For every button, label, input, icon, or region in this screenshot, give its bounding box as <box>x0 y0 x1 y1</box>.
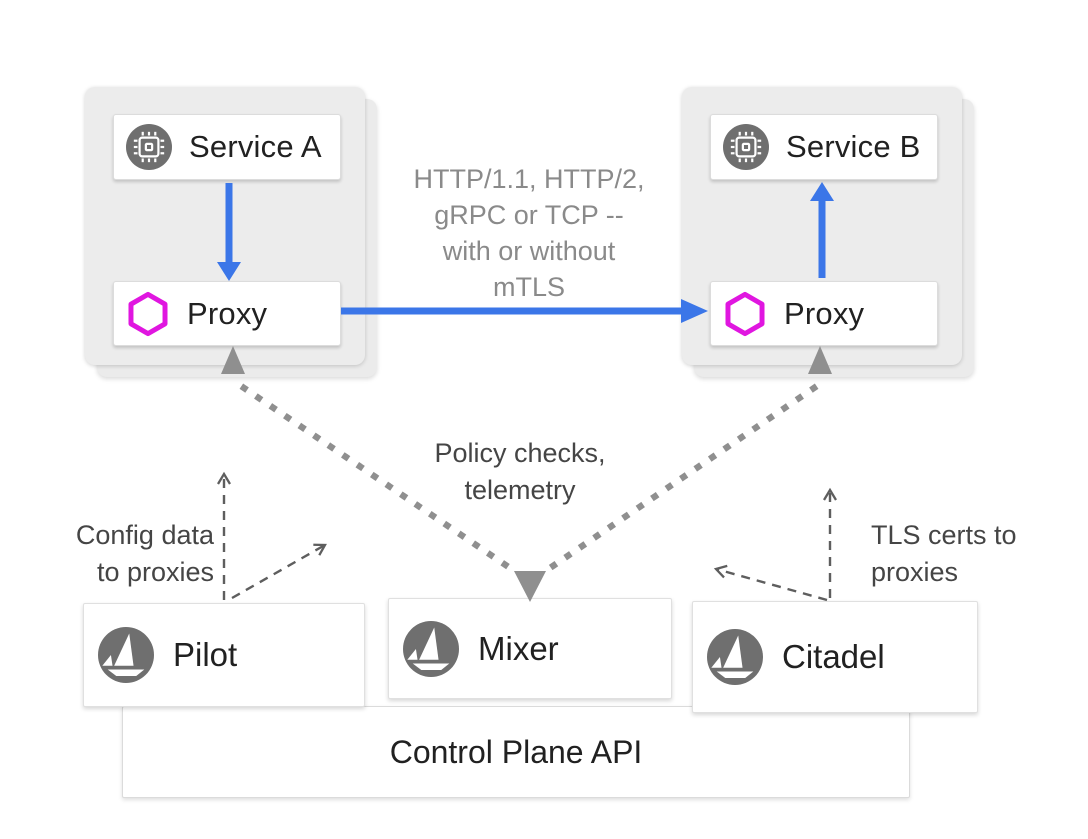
proxy-a-label: Proxy <box>187 295 268 331</box>
istio-sail-icon <box>98 627 154 683</box>
config-data-annotation: Config data to proxies <box>75 520 214 587</box>
chip-icon <box>126 124 172 170</box>
pilot-label: Pilot <box>173 636 238 673</box>
hexagon-icon <box>126 290 170 338</box>
pilot-config-arrows <box>217 471 327 600</box>
proxy-a-node: Proxy <box>113 281 341 346</box>
chip-icon <box>723 124 769 170</box>
citadel-box: Citadel <box>692 601 978 713</box>
tls-certs-annotation: TLS certs to proxies <box>871 520 1017 587</box>
control-plane-api-box: Control Plane API <box>122 706 910 798</box>
mixer-label: Mixer <box>478 629 559 667</box>
proxy-b-label: Proxy <box>784 295 865 331</box>
citadel-label: Citadel <box>782 638 885 675</box>
mixer-box: Mixer <box>388 598 672 699</box>
citadel-tls-arrows <box>713 487 837 602</box>
istio-sail-icon <box>403 620 459 677</box>
policy-checks-annotation: Policy checks, telemetry <box>434 438 606 505</box>
control-plane-api-label: Control Plane API <box>389 733 643 770</box>
traffic-protocols-annotation: HTTP/1.1, HTTP/2, gRPC or TCP -- with or… <box>413 164 645 302</box>
service-a-label: Service A <box>189 129 322 164</box>
service-b-label: Service B <box>786 129 921 164</box>
service-b-node: Service B <box>710 114 938 180</box>
service-a-node: Service A <box>113 114 341 180</box>
hexagon-icon <box>723 290 767 338</box>
pilot-box: Pilot <box>83 603 365 707</box>
istio-sail-icon <box>707 629 763 685</box>
proxy-b-node: Proxy <box>710 281 938 346</box>
